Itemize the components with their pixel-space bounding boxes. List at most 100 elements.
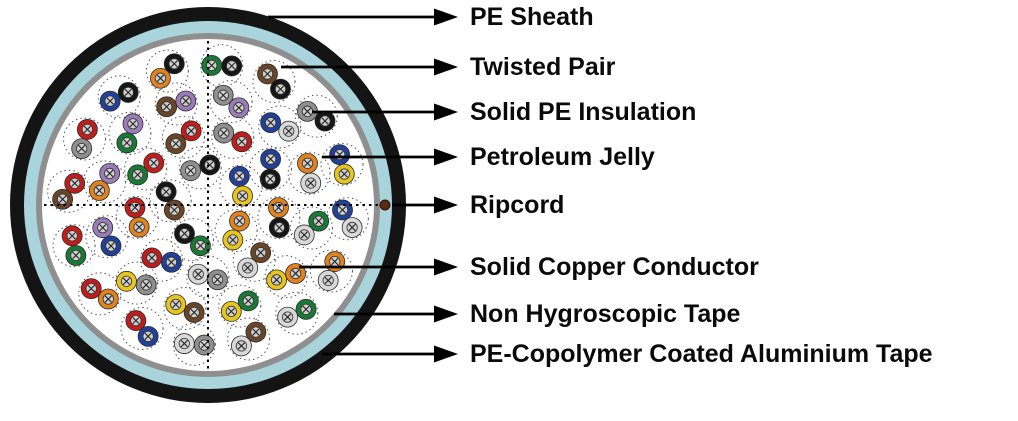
insulated-wire bbox=[232, 185, 253, 207]
pair-jelly-boundary bbox=[275, 291, 319, 335]
twisted-pair bbox=[258, 105, 302, 149]
arrowhead-icon bbox=[434, 196, 458, 214]
cable-drawing bbox=[10, 7, 406, 403]
insulated-wire bbox=[245, 321, 267, 343]
twisted-pair bbox=[257, 196, 301, 240]
insulated-wire bbox=[228, 165, 250, 187]
insulated-wire bbox=[317, 270, 339, 291]
insulated-wire bbox=[259, 168, 281, 190]
pair-jelly-boundary bbox=[289, 206, 333, 250]
pair-jelly-boundary bbox=[232, 238, 276, 282]
pair-jelly-boundary bbox=[294, 94, 338, 138]
insulated-wire bbox=[260, 148, 282, 170]
pair-jelly-boundary bbox=[325, 197, 369, 241]
pair-jelly-boundary bbox=[78, 272, 122, 316]
insulated-wire bbox=[231, 131, 253, 153]
insulated-wire bbox=[285, 263, 306, 284]
insulated-wire bbox=[333, 163, 355, 185]
pair-jelly-boundary bbox=[97, 75, 141, 119]
label-pe-copolymer-tape: PE-Copolymer Coated Aluminium Tape bbox=[470, 340, 933, 368]
insulated-wire bbox=[207, 269, 228, 291]
twisted-pair bbox=[85, 215, 129, 259]
pair-jelly-boundary bbox=[320, 142, 364, 186]
insulated-wire bbox=[201, 55, 223, 76]
insulated-wire bbox=[61, 225, 83, 247]
twisted-pair bbox=[154, 82, 198, 126]
twisted-pair bbox=[170, 218, 214, 262]
pair-jelly-boundary bbox=[124, 147, 168, 191]
twisted-pair bbox=[108, 111, 152, 155]
pair-jelly-boundary bbox=[309, 249, 353, 293]
insulated-wire bbox=[127, 164, 149, 186]
insulated-wire bbox=[125, 310, 147, 331]
pair-jelly-boundary bbox=[83, 160, 127, 204]
insulated-wire bbox=[222, 229, 244, 251]
insulated-wire bbox=[260, 112, 282, 134]
insulated-wire bbox=[293, 224, 315, 246]
insulated-wire bbox=[143, 152, 165, 174]
insulated-wire bbox=[277, 306, 299, 328]
insulated-wire bbox=[229, 210, 250, 232]
arrowhead-icon bbox=[434, 345, 458, 363]
insulated-wire bbox=[190, 235, 211, 257]
twisted-pair bbox=[227, 317, 271, 361]
insulated-wire bbox=[160, 251, 182, 273]
insulated-wire bbox=[324, 251, 346, 272]
pair-jelly-boundary bbox=[163, 286, 207, 330]
pair-jelly-boundary bbox=[140, 238, 184, 282]
twisted-pair bbox=[219, 164, 263, 208]
insulated-wire bbox=[250, 242, 272, 264]
twisted-pair bbox=[287, 151, 331, 195]
twisted-pair bbox=[209, 80, 253, 124]
pair-jelly-boundary bbox=[148, 179, 192, 223]
pair-jelly-boundary bbox=[264, 255, 308, 299]
pair-jelly-boundary bbox=[218, 284, 262, 328]
insulated-wire bbox=[122, 113, 144, 135]
pair-jelly-boundary bbox=[154, 82, 198, 126]
insulated-wire bbox=[88, 180, 110, 201]
pair-jelly-boundary bbox=[52, 224, 96, 268]
insulated-wire bbox=[165, 294, 187, 315]
pair-jelly-boundary bbox=[162, 115, 206, 159]
label-solid-copper-conductor: Solid Copper Conductor bbox=[470, 253, 759, 281]
twisted-pair bbox=[83, 160, 127, 204]
arrowhead-icon bbox=[434, 258, 458, 276]
twisted-pair bbox=[252, 60, 296, 104]
pair-jelly-boundary bbox=[63, 117, 107, 161]
insulated-wire bbox=[99, 90, 121, 112]
pair-jelly-boundary bbox=[219, 164, 263, 208]
insulated-wire bbox=[193, 334, 215, 356]
arrowhead-icon bbox=[434, 8, 458, 26]
insulated-wire bbox=[295, 298, 317, 320]
insulated-wire bbox=[163, 199, 185, 221]
insulated-wire bbox=[270, 78, 291, 100]
pair-jelly-boundary bbox=[178, 146, 222, 190]
twisted-pair bbox=[178, 146, 222, 190]
insulated-wire bbox=[97, 288, 119, 310]
insulated-wire bbox=[266, 269, 288, 291]
twisted-pair bbox=[186, 255, 230, 299]
pair-jelly-boundary bbox=[186, 255, 230, 299]
insulated-wire bbox=[150, 67, 171, 89]
pair-jelly-boundary bbox=[170, 218, 214, 262]
insulated-wire bbox=[71, 138, 93, 159]
ripcord-dot bbox=[379, 199, 391, 211]
insulated-wire bbox=[155, 181, 177, 203]
insulated-wire bbox=[76, 119, 98, 140]
insulated-wire bbox=[314, 110, 336, 132]
twisted-pair bbox=[114, 261, 158, 305]
pair-jelly-boundary bbox=[114, 261, 158, 305]
insulated-wire bbox=[80, 278, 102, 300]
twisted-pair bbox=[78, 272, 122, 316]
insulated-wire bbox=[237, 290, 259, 312]
label-non-hygroscopic-tape: Non Hygroscopic Tape bbox=[470, 300, 741, 328]
pair-jelly-boundary bbox=[257, 196, 301, 240]
insulated-wire bbox=[220, 301, 242, 322]
insulated-wire bbox=[128, 216, 150, 238]
insulated-wire bbox=[173, 333, 195, 354]
insulated-wire bbox=[180, 120, 202, 142]
label-twisted-pair: Twisted Pair bbox=[470, 53, 616, 81]
insulated-wire bbox=[180, 160, 202, 182]
twisted-pair bbox=[120, 306, 164, 350]
twisted-pair bbox=[52, 224, 96, 268]
